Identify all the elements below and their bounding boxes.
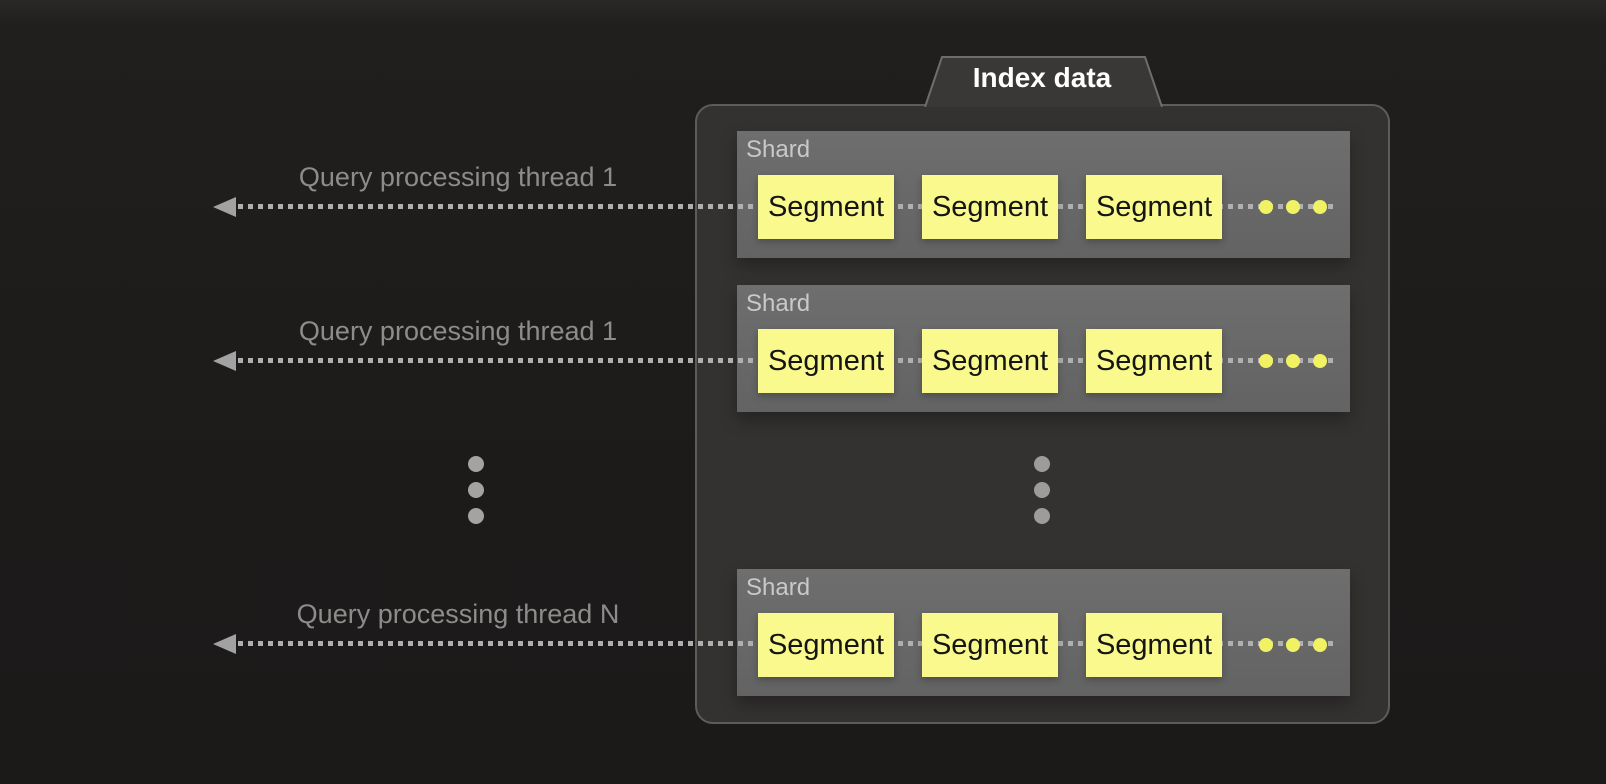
- arrow-head-icon: [213, 634, 236, 654]
- query-thread-label-n: Query processing thread N: [296, 599, 620, 629]
- more-segments-dot-icon: [1286, 354, 1300, 368]
- shard-label: Shard: [746, 290, 811, 317]
- more-threads-ellipsis-icon: [468, 508, 484, 524]
- more-segments-dot-icon: [1259, 354, 1273, 368]
- index-data-tab-label: Index data: [972, 62, 1112, 93]
- arrow-head-icon: [213, 197, 236, 217]
- segment-box: Segment: [922, 613, 1058, 677]
- query-thread-label-2: Query processing thread 1: [298, 316, 618, 346]
- more-segments-dot-icon: [1313, 354, 1327, 368]
- segment-box: Segment: [922, 175, 1058, 239]
- more-shards-ellipsis-icon: [1034, 482, 1050, 498]
- more-threads-ellipsis-icon: [468, 482, 484, 498]
- more-shards-ellipsis-icon: [1034, 508, 1050, 524]
- shard-label: Shard: [746, 136, 811, 163]
- segment-box: Segment: [1086, 613, 1222, 677]
- segment-box: Segment: [1086, 329, 1222, 393]
- more-segments-dot-icon: [1286, 638, 1300, 652]
- more-segments-dot-icon: [1313, 200, 1327, 214]
- shard-box-1: Shard Segment Segment Segment: [737, 131, 1350, 258]
- segment-box: Segment: [922, 329, 1058, 393]
- segment-box: Segment: [758, 175, 894, 239]
- arrow-head-icon: [213, 351, 236, 371]
- more-segments-dot-icon: [1286, 200, 1300, 214]
- more-segments-dot-icon: [1259, 200, 1273, 214]
- shard-label: Shard: [746, 574, 811, 601]
- shard-box-3: Shard Segment Segment Segment: [737, 569, 1350, 696]
- index-data-tab: [924, 56, 1163, 107]
- shard-box-2: Shard Segment Segment Segment: [737, 285, 1350, 412]
- more-shards-ellipsis-icon: [1034, 456, 1050, 472]
- segment-box: Segment: [1086, 175, 1222, 239]
- query-thread-label-1: Query processing thread 1: [298, 162, 618, 192]
- more-segments-dot-icon: [1313, 638, 1327, 652]
- more-threads-ellipsis-icon: [468, 456, 484, 472]
- more-segments-dot-icon: [1259, 638, 1273, 652]
- segment-box: Segment: [758, 329, 894, 393]
- segment-box: Segment: [758, 613, 894, 677]
